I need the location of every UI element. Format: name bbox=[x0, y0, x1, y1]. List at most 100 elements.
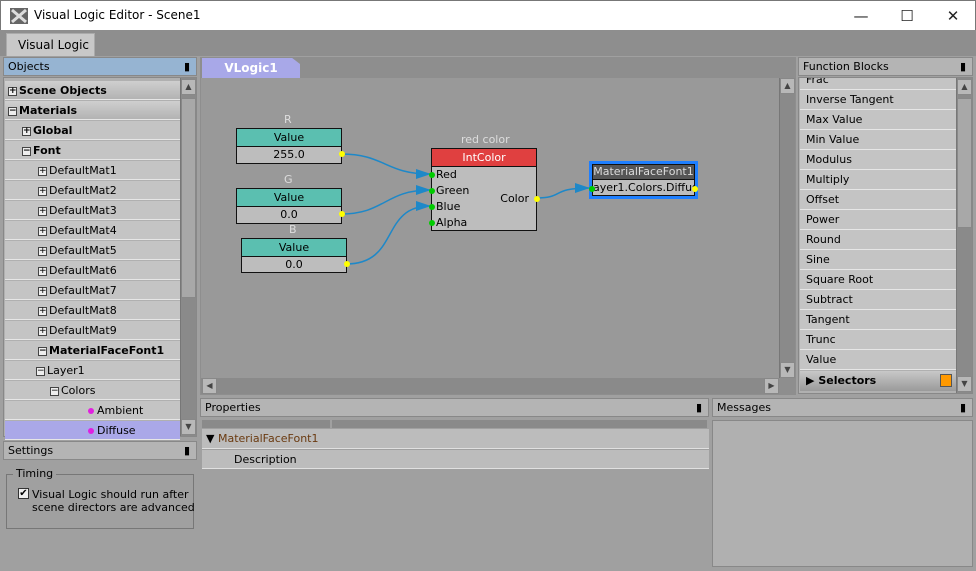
tree-item[interactable]: +Scene Objects bbox=[5, 81, 180, 100]
input-port[interactable] bbox=[429, 220, 435, 226]
tree-item[interactable]: −Font bbox=[5, 141, 180, 160]
expand-icon[interactable]: + bbox=[38, 325, 47, 336]
collapse-icon[interactable]: − bbox=[22, 145, 31, 156]
input-diffuse[interactable]: ayer1.Colors.Diffuse bbox=[593, 181, 695, 194]
function-blocks-scrollbar[interactable]: ▲ ▼ bbox=[956, 78, 972, 393]
output-port[interactable] bbox=[692, 186, 698, 192]
input-port[interactable] bbox=[429, 172, 435, 178]
function-block-item[interactable]: Max Value bbox=[800, 110, 956, 130]
minimize-button[interactable]: — bbox=[853, 7, 869, 25]
scroll-right-icon[interactable]: ▶ bbox=[764, 378, 779, 394]
function-block-item[interactable]: Subtract bbox=[800, 290, 956, 310]
collapse-icon[interactable]: − bbox=[38, 345, 47, 356]
tree-item[interactable]: +DefaultMat5 bbox=[5, 241, 180, 260]
expand-icon[interactable]: + bbox=[38, 205, 47, 216]
pin-icon[interactable]: ▮ bbox=[183, 60, 190, 73]
collapse-icon[interactable]: − bbox=[8, 105, 17, 116]
selectors-section[interactable]: ▶ Selectors bbox=[800, 371, 956, 391]
node-value[interactable]: 255.0 bbox=[273, 148, 305, 161]
canvas-vscrollbar[interactable]: ▲ ▼ bbox=[779, 78, 795, 378]
column-header[interactable] bbox=[202, 420, 330, 428]
pin-icon[interactable]: ▮ bbox=[959, 401, 966, 414]
tree-item[interactable]: +DefaultMat7 bbox=[5, 281, 180, 300]
expand-icon[interactable]: + bbox=[38, 265, 47, 276]
function-block-item[interactable]: Offset bbox=[800, 190, 956, 210]
input-blue[interactable]: Blue bbox=[436, 200, 461, 213]
material-node[interactable]: MaterialFaceFont1 ayer1.Colors.Diffuse bbox=[589, 161, 698, 199]
value-node-r[interactable]: Value 255.0 bbox=[236, 128, 345, 164]
input-port[interactable] bbox=[429, 188, 435, 194]
scroll-up-icon[interactable]: ▲ bbox=[957, 79, 972, 95]
function-block-item[interactable]: Min Value bbox=[800, 130, 956, 150]
expand-icon[interactable]: + bbox=[38, 305, 47, 316]
node-value[interactable]: 0.0 bbox=[280, 208, 298, 221]
property-group-row[interactable]: ▼ MaterialFaceFont1 bbox=[202, 429, 709, 449]
tab-visual-logic[interactable]: Visual Logic bbox=[6, 33, 95, 56]
tree-item[interactable]: −MaterialFaceFont1 bbox=[5, 341, 180, 360]
tree-item[interactable]: +DefaultMat9 bbox=[5, 321, 180, 340]
input-green[interactable]: Green bbox=[436, 184, 470, 197]
scroll-left-icon[interactable]: ◀ bbox=[202, 378, 217, 394]
objects-scrollbar[interactable]: ▲ ▼ bbox=[180, 78, 196, 436]
collapse-icon[interactable]: − bbox=[50, 385, 59, 396]
run-after-checkbox[interactable]: ✔ bbox=[18, 488, 29, 499]
function-block-item[interactable]: Multiply bbox=[800, 170, 956, 190]
output-port[interactable] bbox=[339, 151, 345, 157]
function-block-item[interactable]: Frac bbox=[800, 78, 956, 90]
function-block-item[interactable]: Trunc bbox=[800, 330, 956, 350]
input-red[interactable]: Red bbox=[436, 168, 457, 181]
close-button[interactable]: ✕ bbox=[946, 7, 960, 25]
tree-item[interactable]: +DefaultMat3 bbox=[5, 201, 180, 220]
tree-item[interactable]: +DefaultMat4 bbox=[5, 221, 180, 240]
function-block-item[interactable]: Power bbox=[800, 210, 956, 230]
column-header[interactable] bbox=[332, 420, 707, 428]
expand-icon[interactable]: + bbox=[38, 165, 47, 176]
expand-icon[interactable]: + bbox=[8, 85, 17, 96]
input-port[interactable] bbox=[429, 204, 435, 210]
output-color[interactable]: Color bbox=[500, 192, 529, 205]
tree-item[interactable]: −Colors bbox=[5, 381, 180, 400]
scroll-up-icon[interactable]: ▲ bbox=[780, 78, 795, 94]
canvas-hscrollbar[interactable]: ◀ ▶ bbox=[201, 378, 779, 394]
tree-item[interactable]: +DefaultMat6 bbox=[5, 261, 180, 280]
tab-vlogic1[interactable]: VLogic1 bbox=[202, 58, 300, 78]
function-block-item[interactable]: Tangent bbox=[800, 310, 956, 330]
expand-icon[interactable]: + bbox=[22, 125, 31, 136]
scroll-up-icon[interactable]: ▲ bbox=[181, 79, 196, 95]
intcolor-node[interactable]: IntColor Red Green Blue Alpha Color bbox=[429, 148, 540, 231]
function-block-item[interactable]: Round bbox=[800, 230, 956, 250]
output-port[interactable] bbox=[344, 261, 350, 267]
tree-item[interactable]: −Layer1 bbox=[5, 361, 180, 380]
expand-icon[interactable]: + bbox=[38, 185, 47, 196]
tree-item[interactable]: −Materials bbox=[5, 101, 180, 120]
scroll-down-icon[interactable]: ▼ bbox=[780, 362, 795, 378]
scrollbar-thumb[interactable] bbox=[181, 98, 196, 298]
output-port[interactable] bbox=[339, 211, 345, 217]
function-block-item[interactable]: Square Root bbox=[800, 270, 956, 290]
tree-item[interactable]: +DefaultMat8 bbox=[5, 301, 180, 320]
output-port[interactable] bbox=[534, 196, 540, 202]
input-port[interactable] bbox=[589, 186, 595, 192]
value-node-g[interactable]: Value 0.0 bbox=[236, 188, 345, 224]
tree-item[interactable]: Ambient bbox=[5, 401, 180, 420]
function-block-item[interactable]: Inverse Tangent bbox=[800, 90, 956, 110]
expand-icon[interactable]: + bbox=[38, 225, 47, 236]
value-node-b[interactable]: Value 0.0 bbox=[241, 238, 350, 273]
function-block-item[interactable]: Sine bbox=[800, 250, 956, 270]
node-value[interactable]: 0.0 bbox=[285, 258, 303, 271]
pin-icon[interactable]: ▮ bbox=[959, 60, 966, 73]
collapse-icon[interactable]: ▼ bbox=[206, 432, 215, 445]
expand-icon[interactable]: + bbox=[38, 285, 47, 296]
pin-icon[interactable]: ▮ bbox=[695, 401, 702, 414]
expand-icon[interactable]: + bbox=[38, 245, 47, 256]
scrollbar-thumb[interactable] bbox=[957, 98, 972, 228]
collapse-icon[interactable]: − bbox=[36, 365, 45, 376]
maximize-button[interactable]: ☐ bbox=[900, 7, 914, 25]
pin-icon[interactable]: ▮ bbox=[183, 444, 190, 457]
function-block-item[interactable]: Modulus bbox=[800, 150, 956, 170]
tree-item[interactable]: +Global bbox=[5, 121, 180, 140]
property-row-description[interactable]: Description bbox=[202, 450, 709, 469]
scroll-down-icon[interactable]: ▼ bbox=[957, 376, 972, 392]
input-alpha[interactable]: Alpha bbox=[436, 216, 468, 229]
function-block-item[interactable]: Value bbox=[800, 350, 956, 370]
